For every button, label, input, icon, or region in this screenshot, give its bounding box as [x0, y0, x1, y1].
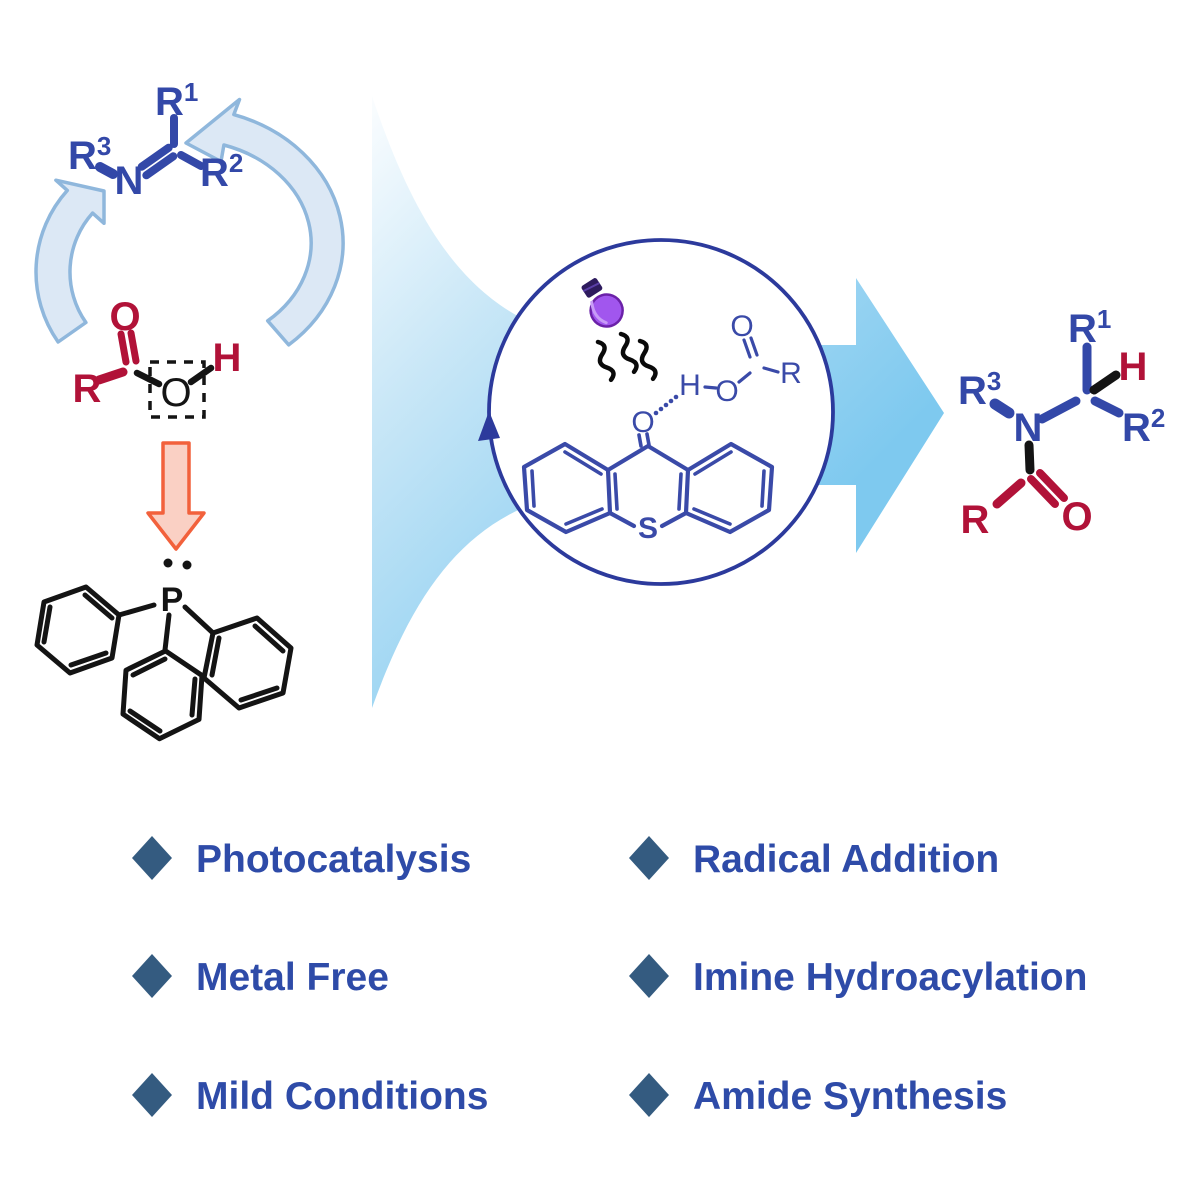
imine-n-label: N [115, 159, 144, 203]
imine-r3-label: R3 [68, 131, 111, 178]
feature-label: Imine Hydroacylation [693, 956, 1087, 999]
product-n-label: N [1014, 406, 1043, 450]
cycle-arrow-right-icon [184, 97, 345, 347]
diamond-bullet-icon [132, 1073, 172, 1117]
product-r3-label: R3 [958, 366, 1001, 413]
cat-acid-r-label: R [780, 357, 802, 390]
product-h-label: H [1119, 345, 1148, 389]
feature-label: Amide Synthesis [693, 1075, 1007, 1118]
product-structure: R1 H R3 N R2 R O [958, 304, 1165, 542]
product-r-label: R [961, 498, 990, 542]
hbond-acid-structure: O R O H [653, 310, 802, 416]
acid-o-label: O [109, 295, 140, 339]
features-list: Photocatalysis Metal Free Mild Condition… [132, 836, 1087, 1118]
hydrogen-bond-dots [653, 394, 679, 416]
feature-label: Radical Addition [693, 838, 999, 881]
phosphorus-label: P [161, 581, 184, 619]
acid-structure: O R O H [73, 295, 242, 419]
diamond-bullet-icon [132, 954, 172, 998]
photocatalyst-circle: O R O H O S [478, 238, 835, 586]
feature-label: Mild Conditions [196, 1075, 488, 1118]
thioxanthone-o-label: O [631, 406, 654, 439]
feature-item: Imine Hydroacylation [629, 954, 1087, 999]
lone-pair-dot [163, 558, 173, 568]
imine-structure: R1 R3 N R2 [68, 77, 243, 203]
feature-item: Mild Conditions [132, 1073, 488, 1118]
product-r1-label: R1 [1068, 304, 1111, 351]
highlight-box [148, 360, 206, 419]
lone-pair-dot [182, 560, 192, 570]
light-bulb-icon [581, 278, 624, 328]
product-o-label: O [1061, 495, 1092, 539]
feature-label: Metal Free [196, 956, 389, 999]
imine-r2-label: R2 [200, 148, 243, 195]
triphenylphosphine-structure: P [34, 558, 294, 742]
cat-acid-h-label: H [679, 369, 701, 402]
cat-acid-oh-label: O [715, 375, 738, 408]
circle-arrowhead-icon [478, 411, 500, 441]
diamond-bullet-icon [629, 954, 669, 998]
acid-oxygen-label: O [160, 371, 191, 415]
down-arrow-icon [146, 441, 206, 551]
feature-item: Metal Free [132, 954, 389, 999]
imine-r1-label: R1 [155, 77, 198, 124]
diamond-bullet-icon [132, 836, 172, 880]
diamond-bullet-icon [629, 1073, 669, 1117]
acid-h-label: H [213, 336, 242, 380]
acid-r-label: R [73, 367, 102, 411]
product-r2-label: R2 [1122, 403, 1165, 450]
feature-item: Radical Addition [629, 836, 999, 881]
cycle-arrow-left-icon [34, 178, 106, 344]
feature-label: Photocatalysis [196, 838, 471, 881]
feature-item: Photocatalysis [132, 836, 471, 881]
cat-acid-o-label: O [730, 310, 753, 343]
feature-item: Amide Synthesis [629, 1073, 1007, 1118]
thioxanthone-structure: O S [521, 406, 775, 545]
thioxanthone-s-label: S [638, 512, 658, 545]
light-rays-icon [595, 331, 658, 383]
reaction-cycle-arrows [34, 97, 345, 347]
diamond-bullet-icon [629, 836, 669, 880]
